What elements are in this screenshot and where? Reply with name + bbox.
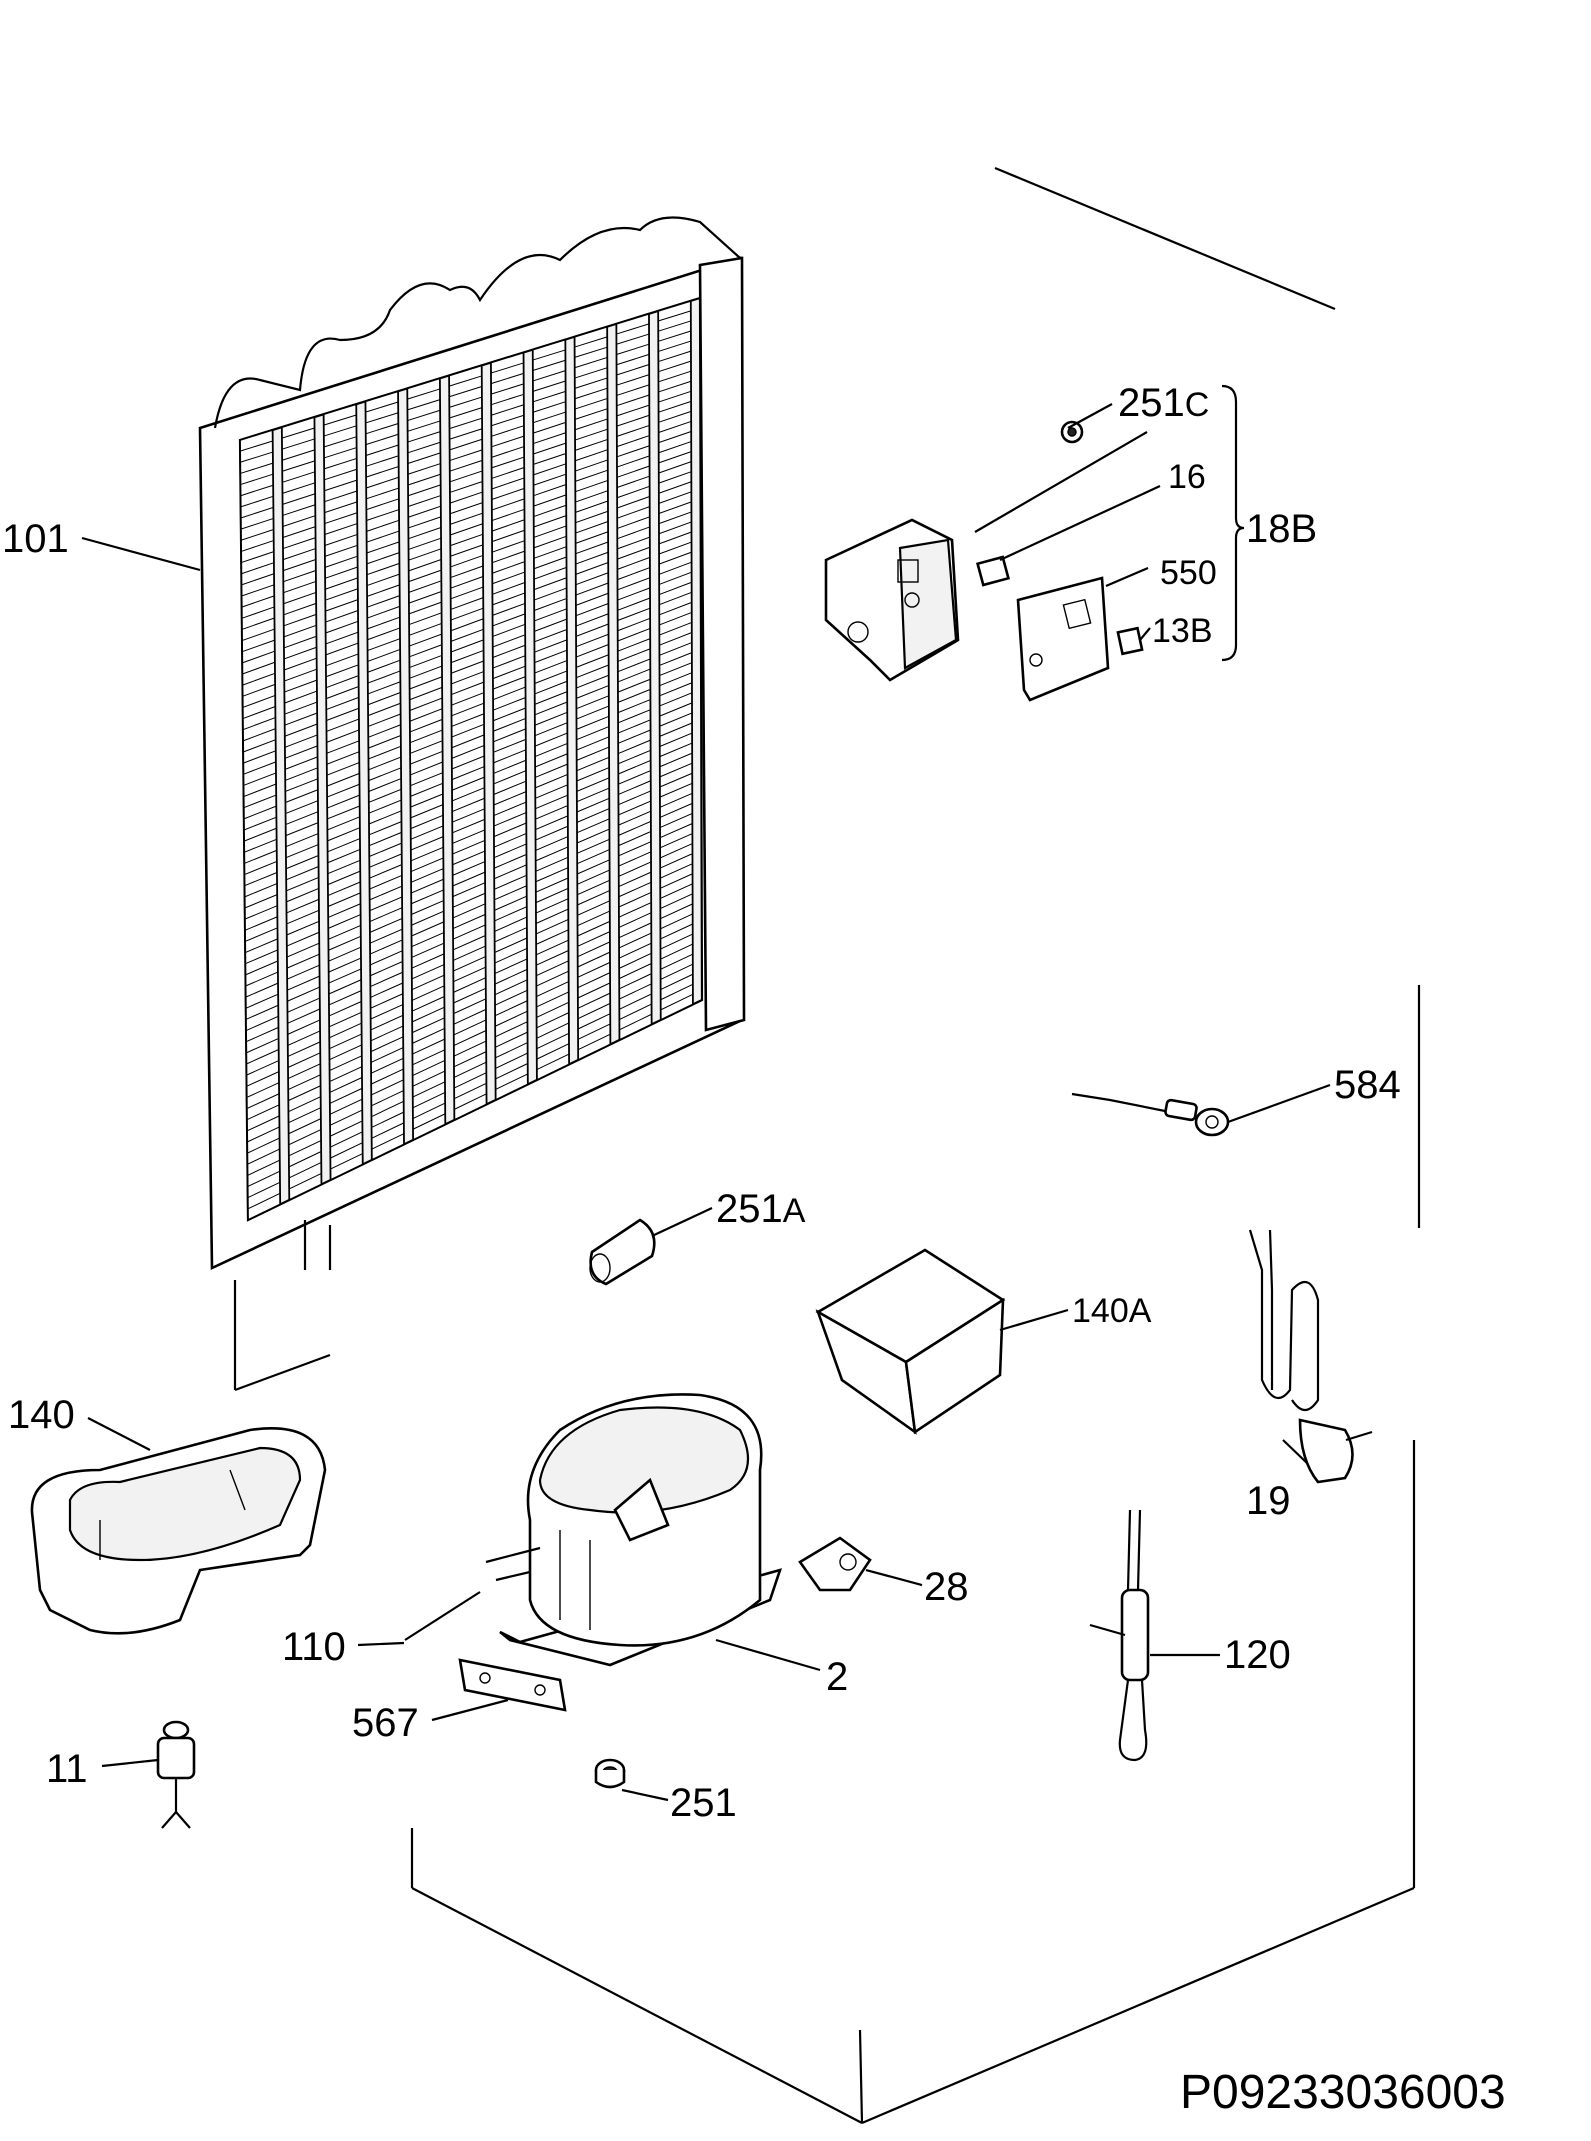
label-251: 251 <box>670 1781 737 1825</box>
label-251c: 251C <box>1118 381 1209 425</box>
leader-lines <box>81 384 1331 1802</box>
label-567: 567 <box>352 1701 419 1745</box>
label-18b: 18B <box>1246 507 1317 551</box>
label-140: 140 <box>8 1393 75 1437</box>
condenser-101 <box>198 216 746 1392</box>
label-16: 16 <box>1168 458 1206 496</box>
nut-251 <box>594 1758 626 1789</box>
thermostat-housing <box>824 518 960 682</box>
cover-550 <box>1016 576 1110 702</box>
connector-120 <box>1089 1509 1150 1762</box>
label-13b: 13B <box>1152 612 1213 650</box>
label-101: 101 <box>2 517 69 561</box>
label-120: 120 <box>1224 1633 1291 1677</box>
tray-140 <box>30 1427 327 1635</box>
power-cord-19 <box>1248 1229 1373 1484</box>
label-19: 19 <box>1246 1479 1291 1523</box>
label-140a: 140A <box>1072 1292 1152 1330</box>
fitting-11 <box>156 1720 196 1829</box>
spacer-251a <box>589 1218 656 1286</box>
label-584: 584 <box>1334 1063 1401 1107</box>
label-251a: 251A <box>716 1187 806 1231</box>
part-labels: 101 251C 16 18B 550 13B 584 251A 140A 14… <box>2 381 1506 2119</box>
box-140a <box>815 1248 1006 1435</box>
compressor-2 <box>485 1393 783 1667</box>
knob-251c <box>1060 420 1084 444</box>
label-110: 110 <box>282 1625 346 1669</box>
label-2: 2 <box>826 1655 848 1699</box>
label-550: 550 <box>1160 554 1217 592</box>
tube-110 <box>404 1591 481 1641</box>
label-28: 28 <box>924 1565 969 1609</box>
cabinet-outline <box>410 166 1421 2125</box>
bracket-567 <box>458 1658 567 1712</box>
switch-16 <box>976 555 1010 587</box>
sensor-cable-584 <box>1071 1092 1230 1137</box>
clip-28 <box>798 1536 872 1592</box>
drawing-code: P09233036003 <box>1180 2066 1506 2119</box>
lamp-holder-13b <box>1116 626 1144 656</box>
label-11: 11 <box>46 1747 88 1791</box>
